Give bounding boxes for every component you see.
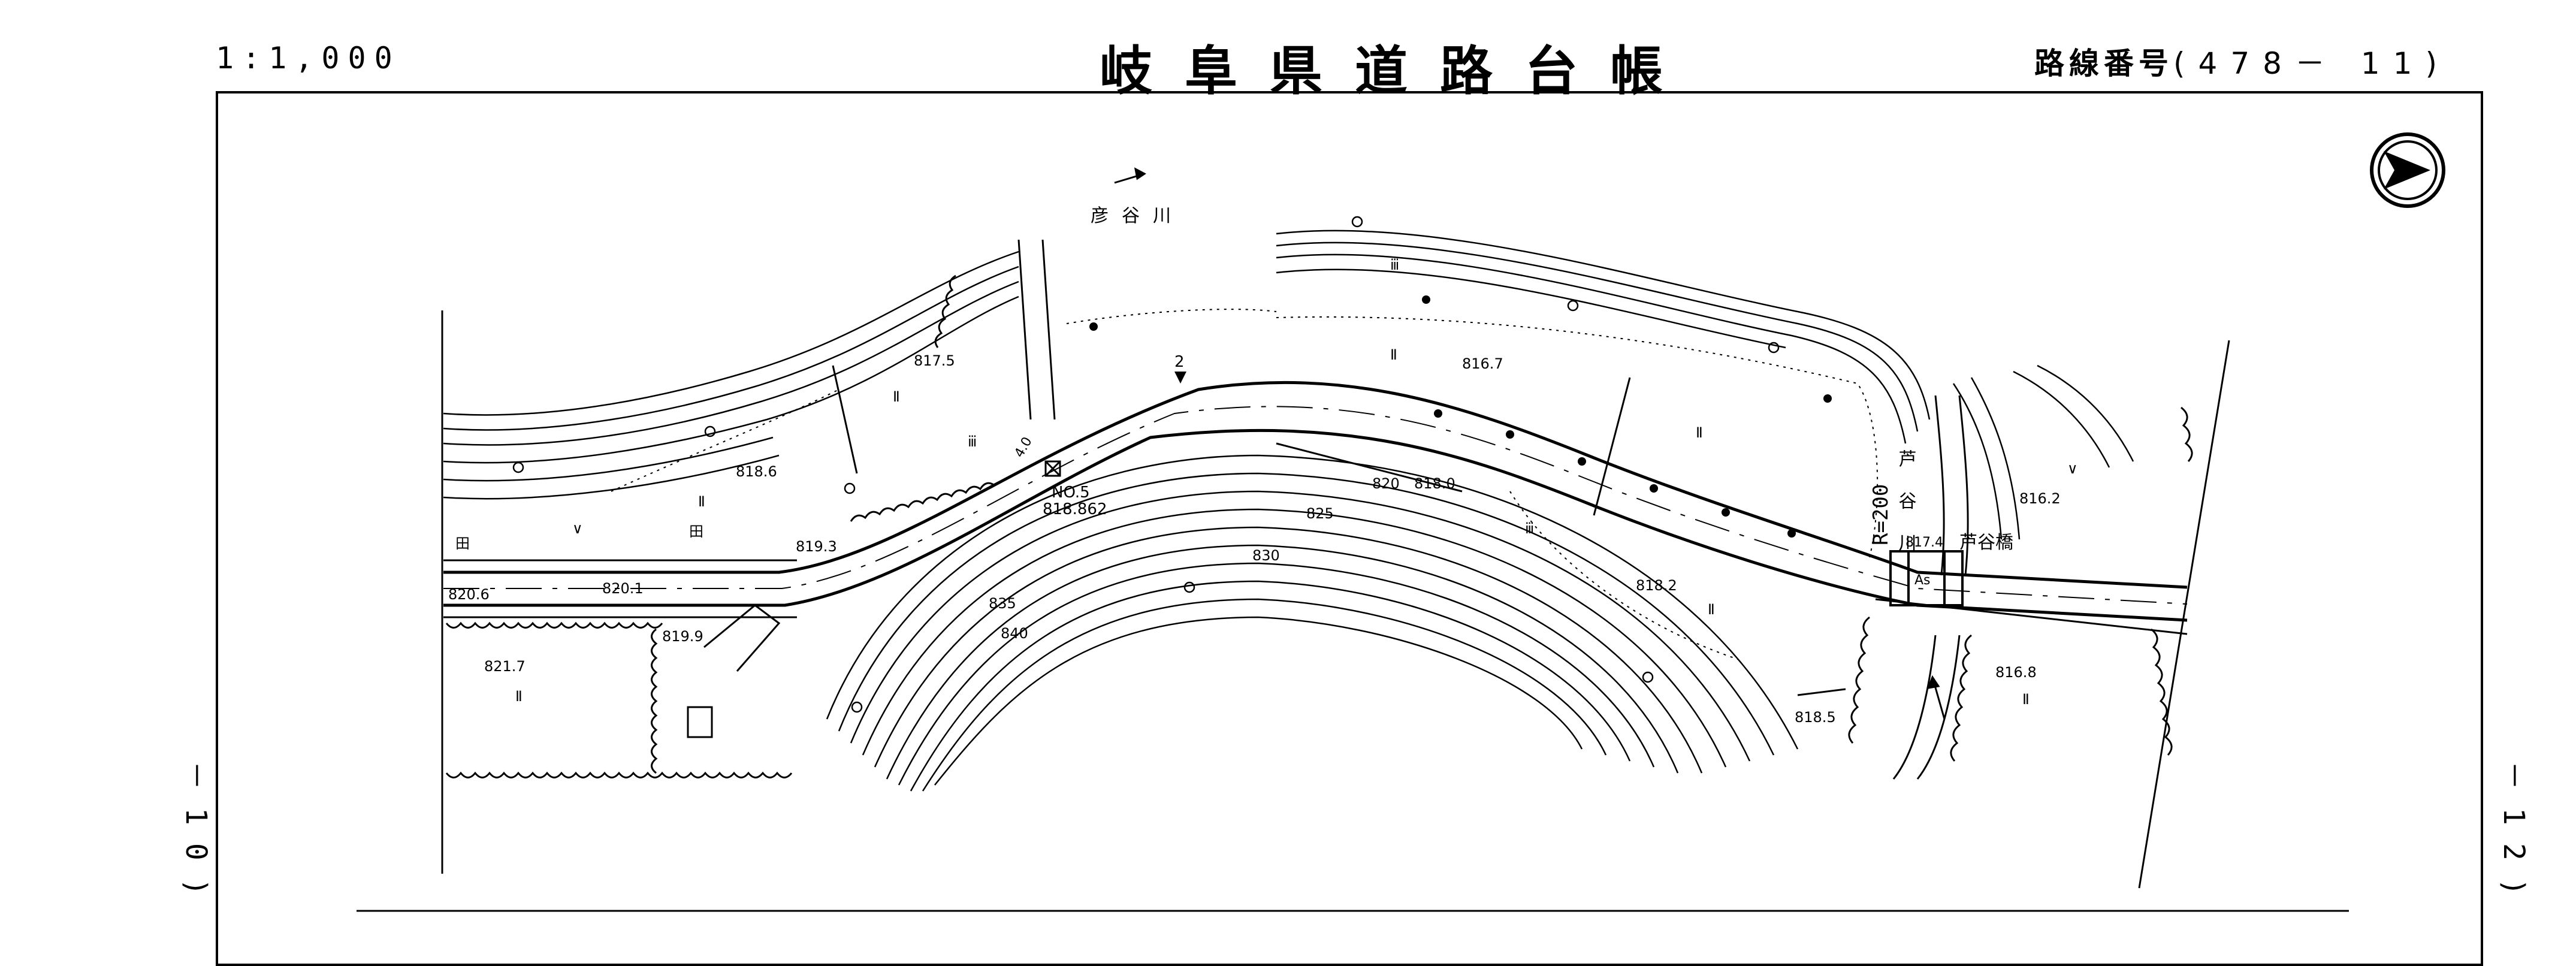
retaining-wall — [445, 274, 2193, 778]
flow-arrows — [1114, 167, 1946, 720]
route-number: 路線番号(478－ 11) — [2034, 40, 2450, 83]
north-arrow-icon — [2370, 132, 2445, 208]
spot-height: 818.6 — [736, 463, 777, 480]
spot-height: 816.7 — [1462, 355, 1503, 372]
station-elevation: 818.862 — [1043, 500, 1107, 518]
adjacent-sheet-left-ref: －10) — [179, 761, 213, 914]
land-use-symbol: 田 — [455, 535, 470, 552]
contour-lines-south — [826, 454, 1799, 792]
road-map: 彦谷川 芦谷橋 芦谷川 R=200 2 NO.5 818.862 As 4.0 … — [357, 132, 2445, 912]
contour-label: 835 — [989, 595, 1016, 612]
contour-label: 840 — [1001, 625, 1028, 642]
station-label: NO.5 — [1052, 484, 1090, 502]
land-use-symbol: Ⅱ — [698, 493, 705, 510]
curve-radius-label: R=200 — [1869, 484, 1893, 545]
spot-height: 818.0 — [1414, 475, 1455, 492]
land-use-symbol: ∨ — [572, 520, 583, 537]
station-number: 2 — [1174, 353, 1185, 371]
spot-height: 817.5 — [914, 352, 955, 369]
river-label-hiko: 彦谷川 — [1091, 206, 1184, 227]
spot-height: 819.3 — [796, 538, 837, 555]
road-markers — [1089, 295, 1832, 538]
land-use-symbol: ⅲ — [1390, 256, 1399, 273]
bridge-structure — [1889, 550, 1964, 606]
adjacent-sheet-right-ref: －12) — [2497, 761, 2530, 914]
land-use-symbol: Ⅱ — [515, 688, 523, 705]
land-use-symbol: ∨ — [2067, 460, 2078, 477]
contour-label: 825 — [1306, 505, 1334, 522]
land-use-symbol: Ⅱ — [1696, 424, 1703, 441]
spot-height: 817.4 — [1905, 535, 1943, 550]
route-number-value: (478－ 11) — [2173, 46, 2450, 81]
map-scale: 1:1,000 — [216, 41, 401, 76]
road-edge-fence — [443, 442, 2188, 635]
contour-label: 820 — [1372, 475, 1400, 492]
spot-height: 821.7 — [484, 658, 526, 675]
pavement-label: As — [1914, 573, 1931, 588]
spot-height: 820.6 — [448, 586, 490, 603]
spot-height: 818.2 — [1636, 577, 1677, 594]
river-label-ashi: 芦谷川 — [1895, 449, 1917, 575]
land-use-symbol: 田 — [689, 523, 703, 540]
map-boundary-right — [2138, 340, 2230, 889]
land-use-symbol: ⅲ — [1525, 520, 1534, 537]
road-width-label: 4.0 — [1012, 434, 1035, 460]
contour-label: 830 — [1252, 547, 1280, 564]
contour-lines-north — [443, 230, 2134, 540]
route-number-label: 路線番号 — [2034, 46, 2173, 81]
spot-height: 820.1 — [602, 580, 644, 597]
land-use-symbol: ⅲ — [968, 433, 977, 450]
road-1 — [443, 381, 2188, 622]
land-use-symbol: Ⅱ — [893, 388, 900, 405]
survey-marks — [512, 216, 1780, 713]
spot-height: 816.2 — [2019, 490, 2061, 507]
land-use-symbol: Ⅱ — [1390, 346, 1397, 363]
spot-height: 816.8 — [1995, 664, 2037, 681]
land-use-symbol: Ⅱ — [2022, 691, 2030, 708]
spot-height: 818.5 — [1795, 709, 1836, 726]
river-channel — [1017, 239, 1969, 780]
parcel-boundaries — [611, 309, 1879, 660]
spot-height: 819.9 — [662, 628, 703, 645]
structure-outlines — [687, 365, 1846, 738]
land-use-symbol: Ⅱ — [1708, 601, 1715, 618]
bridge-label: 芦谷橋 — [1959, 532, 2013, 553]
map-labels: 彦谷川 芦谷橋 芦谷川 R=200 2 NO.5 818.862 As 4.0 … — [448, 206, 2078, 726]
station-marker — [1044, 372, 1186, 477]
